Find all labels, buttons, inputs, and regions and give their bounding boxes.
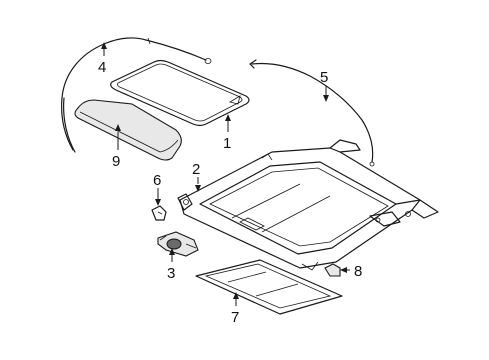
sunroof-frame [177,139,439,271]
callout-7: 7 [231,309,239,326]
callout-9: 9 [112,153,120,170]
callout-6: 6 [153,172,161,189]
sunshade [74,99,182,161]
glass-panel [110,59,250,127]
callout-5: 5 [320,69,328,86]
leader-lines [101,42,350,306]
bumper [324,263,341,277]
clip [151,205,167,221]
deflector [195,259,343,315]
callout-1: 1 [223,135,231,152]
callout-3: 3 [167,265,175,282]
motor [157,231,199,257]
callout-2: 2 [192,161,200,178]
drain-hose-rear-right [249,59,375,167]
callout-4: 4 [98,59,106,76]
callout-labels: 1 2 3 4 5 6 7 8 9 [98,59,362,326]
callout-8: 8 [354,263,362,280]
